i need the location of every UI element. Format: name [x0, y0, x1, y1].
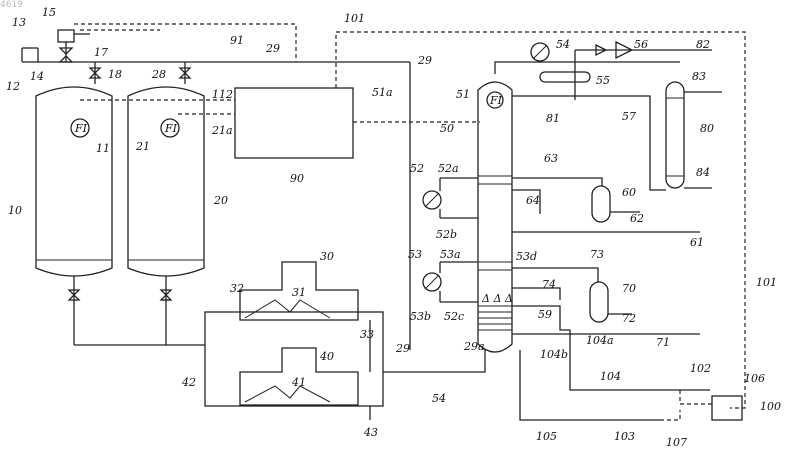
reference-labels: 13 15 17 18 12 14 28 29 91 101 29 112 21… [6, 6, 781, 449]
label-52a: 52a [438, 162, 459, 175]
label-41: 41 [291, 376, 306, 389]
side-draw-53 [423, 262, 478, 302]
label-84: 84 [696, 166, 710, 179]
exchanger-55 [540, 72, 590, 82]
controller-90 [235, 88, 353, 158]
valve-18 [90, 62, 100, 84]
label-53a: 53a [440, 248, 461, 261]
label-81: 81 [546, 112, 560, 125]
label-100: 100 [760, 400, 781, 413]
label-18: 18 [108, 68, 122, 81]
label-21: 21 [135, 140, 150, 153]
column-80 [666, 82, 722, 188]
line-63 [512, 178, 602, 186]
label-102: 102 [690, 362, 711, 375]
line-102 [680, 390, 712, 404]
label-74: 74 [542, 278, 556, 291]
label-15: 15 [42, 6, 56, 19]
label-60: 60 [622, 186, 636, 199]
label-64: 64 [526, 194, 540, 207]
label-52b: 52b [436, 228, 457, 241]
svg-text:Δ Δ Δ: Δ Δ Δ [481, 292, 513, 305]
label-70: 70 [622, 282, 636, 295]
label-51: 51 [456, 88, 470, 101]
label-33: 33 [360, 328, 374, 341]
label-105: 105 [536, 430, 557, 443]
label-29-low: 29 [395, 342, 410, 355]
side-draw-52 [423, 178, 478, 218]
label-10: 10 [8, 204, 22, 217]
meter-51-symbol: FI [489, 94, 503, 107]
valve-28 [180, 62, 190, 84]
label-53d: 53d [516, 250, 537, 263]
label-90: 90 [290, 172, 304, 185]
label-71: 71 [656, 336, 670, 349]
valve-17-assembly [58, 30, 90, 62]
label-54-top: 54 [556, 38, 570, 51]
label-103: 103 [614, 430, 635, 443]
label-107: 107 [666, 436, 687, 449]
label-29-top: 29 [265, 42, 280, 55]
label-61: 61 [690, 236, 704, 249]
label-12: 12 [6, 80, 20, 93]
label-72: 72 [622, 312, 636, 325]
label-106: 106 [744, 372, 765, 385]
label-54-bottom: 54 [432, 392, 446, 405]
label-53: 53 [408, 248, 422, 261]
label-59: 59 [538, 308, 552, 321]
label-73: 73 [590, 248, 604, 261]
label-50: 50 [440, 122, 454, 135]
vessel-60 [592, 186, 610, 222]
tank-10 [36, 87, 112, 345]
label-62: 62 [630, 212, 644, 225]
label-57: 57 [622, 110, 636, 123]
label-80: 80 [700, 122, 714, 135]
label-28: 28 [151, 68, 166, 81]
label-101-right: 101 [756, 276, 777, 289]
label-17: 17 [94, 46, 108, 59]
label-104b: 104b [540, 348, 568, 361]
label-112: 112 [212, 88, 233, 101]
label-104: 104 [600, 370, 621, 383]
line-57 [512, 96, 666, 190]
vessel-70 [590, 282, 608, 322]
label-29a: 29a [463, 340, 485, 353]
label-31: 31 [292, 286, 306, 299]
label-13: 13 [12, 16, 26, 29]
label-53b: 53b [410, 310, 431, 323]
heat-exchange-block-42 [205, 312, 383, 406]
meter-11-symbol: FI [74, 122, 88, 135]
distillation-column-50: Δ Δ Δ [478, 82, 513, 352]
label-51a: 51a [372, 86, 393, 99]
label-52c: 52c [444, 310, 464, 323]
label-55: 55 [596, 74, 610, 87]
label-40: 40 [319, 350, 334, 363]
label-101-top: 101 [344, 12, 365, 25]
label-91: 91 [230, 34, 244, 47]
label-83: 83 [692, 70, 706, 83]
label-29-mid: 29 [417, 54, 432, 67]
label-32: 32 [230, 282, 244, 295]
label-42: 42 [181, 376, 196, 389]
label-56: 56 [634, 38, 648, 51]
label-82: 82 [696, 38, 710, 51]
label-63: 63 [544, 152, 558, 165]
label-104a: 104a [586, 334, 614, 347]
label-11: 11 [96, 142, 110, 155]
label-20: 20 [213, 194, 228, 207]
label-21a: 21a [211, 124, 233, 137]
line-107 [660, 410, 680, 420]
meter-21-symbol: FI [164, 122, 178, 135]
label-43: 43 [363, 426, 378, 439]
label-14: 14 [30, 70, 44, 83]
label-52: 52 [410, 162, 424, 175]
label-30: 30 [320, 250, 334, 263]
